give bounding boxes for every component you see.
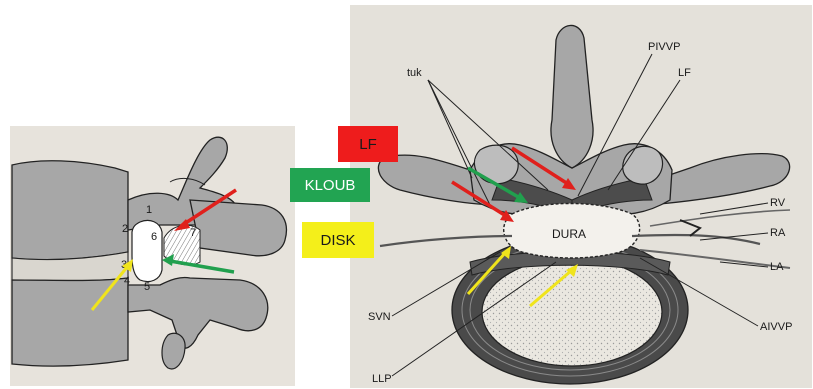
right-articular-process [623,146,663,184]
label-aivvp: AIVVP [760,321,792,333]
label-ra: RA [770,227,786,239]
badge-disk: DISK [302,222,374,258]
label-svn: SVN [368,311,391,323]
badge-disk-text: DISK [320,232,355,249]
upper-vertebral-body [12,161,128,260]
label-pivvp: PIVVP [648,41,680,53]
label-dura: DURA [552,227,586,241]
number-2: 2 [122,223,128,235]
label-la: LA [770,261,784,273]
badge-kloub: KLOUB [290,168,370,202]
badge-kloub-text: KLOUB [305,177,356,194]
right-figure: tuk PIVVP LF DURA RV RA LA SVN AIVVP LLP [350,5,812,388]
number-4: 4 [124,275,130,287]
number-6: 6 [151,231,157,243]
number-7: 7 [190,227,196,239]
number-5: 5 [144,281,150,293]
left-articular-process [474,145,518,184]
intervertebral-foramen [132,220,162,281]
upper-lamina [190,200,286,256]
label-tuk: tuk [407,67,422,79]
badge-lf: LF [338,126,398,162]
left-figure: 1 2 3 4 5 6 7 [10,126,295,386]
number-1: 1 [146,204,152,216]
badge-lf-text: LF [359,136,377,153]
label-lf: LF [678,67,691,79]
lower-vertebral-body [12,278,128,366]
label-llp: LLP [372,373,392,385]
label-rv: RV [770,197,786,209]
